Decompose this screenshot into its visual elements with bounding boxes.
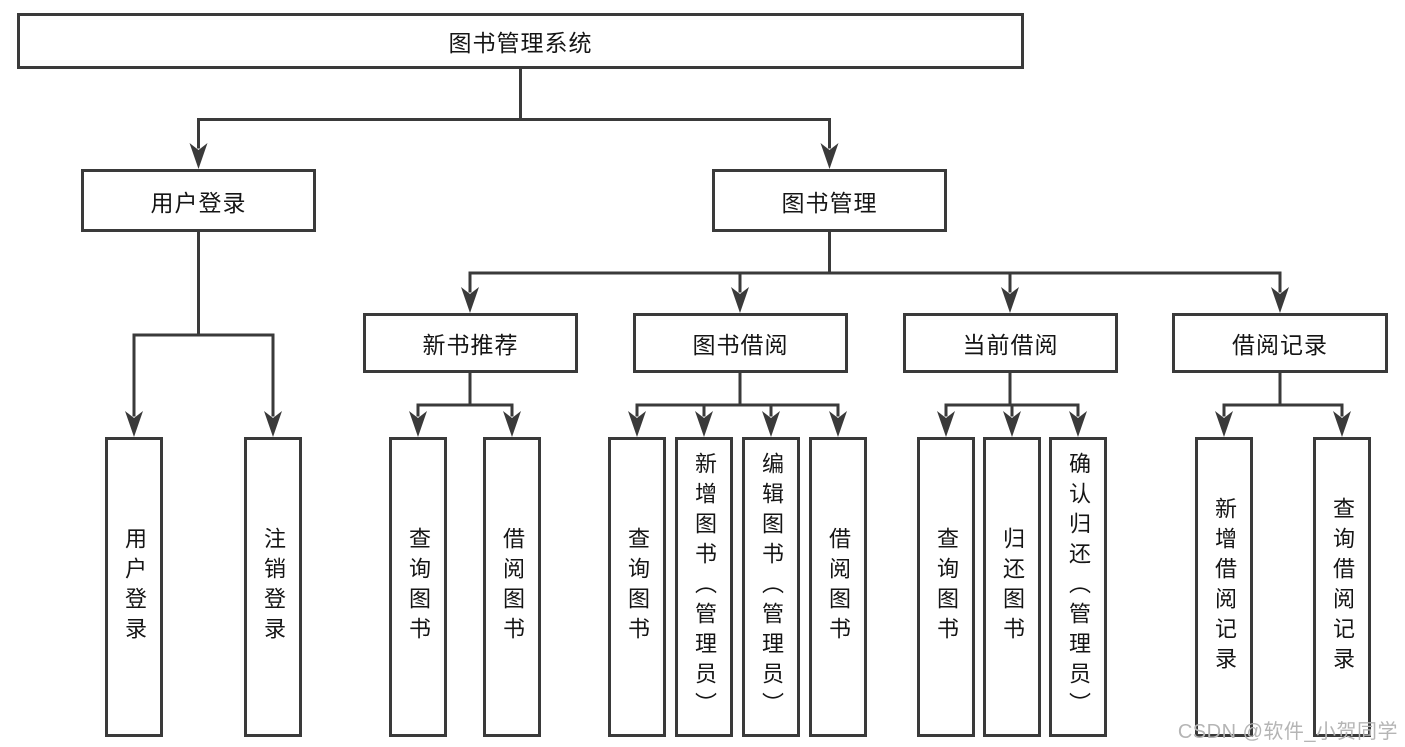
node-new-book-recommend: 新书推荐 <box>363 313 578 373</box>
arrow-down-icon <box>1271 287 1289 313</box>
arrow-down-icon <box>409 411 427 437</box>
node-label: 图书管理 <box>781 189 878 216</box>
arrow-down-icon <box>937 411 955 437</box>
arrow-down-icon <box>731 287 749 313</box>
leaf-add-borrow-record: 新增借阅记录 <box>1195 437 1253 737</box>
node-label: 图书借阅 <box>692 332 789 358</box>
node-label: 新增借阅记录 <box>1212 497 1237 677</box>
edges-current-borrow <box>937 371 1087 437</box>
node-label: 用户登录 <box>122 527 147 647</box>
arrow-down-icon <box>189 143 208 169</box>
node-label: 用户登录 <box>150 189 247 216</box>
node-label: 编辑图书（管理员） <box>759 452 784 722</box>
csdn-watermark: CSDN @软件_小贺同学 <box>1177 721 1398 743</box>
edges-root-to-level2 <box>189 67 839 169</box>
node-label: 新增图书（管理员） <box>692 452 717 722</box>
arrow-down-icon <box>820 143 839 169</box>
node-current-borrow: 当前借阅 <box>903 313 1118 373</box>
leaf-query-books-recommend: 查询图书 <box>389 437 447 737</box>
node-label: 图书管理系统 <box>448 30 593 56</box>
node-user-login: 用户登录 <box>81 169 316 232</box>
arrow-down-icon <box>264 411 282 437</box>
leaf-query-books-current: 查询图书 <box>917 437 975 737</box>
edges-book-borrow <box>628 371 847 437</box>
arrow-down-icon <box>762 411 780 437</box>
leaf-add-books-admin: 新增图书（管理员） <box>675 437 733 737</box>
node-label: 借阅图书 <box>826 527 851 647</box>
node-label: 当前借阅 <box>962 332 1059 358</box>
node-label: 归还图书 <box>1000 527 1025 647</box>
arrow-down-icon <box>1069 411 1087 437</box>
leaf-edit-books-admin: 编辑图书（管理员） <box>742 437 800 737</box>
edges-book-management <box>461 230 1289 313</box>
node-book-borrow: 图书借阅 <box>633 313 848 373</box>
node-label: 查询图书 <box>625 527 650 647</box>
node-label: 借阅记录 <box>1232 332 1328 358</box>
arrow-down-icon <box>503 411 521 437</box>
leaf-return-books: 归还图书 <box>983 437 1041 737</box>
arrow-down-icon <box>1215 411 1233 437</box>
arrow-down-icon <box>1001 287 1019 313</box>
node-label: 确认归还（管理员） <box>1066 452 1091 722</box>
node-label: 借阅图书 <box>500 527 525 647</box>
leaf-borrow-books: 借阅图书 <box>809 437 867 737</box>
node-label: 查询图书 <box>406 527 431 647</box>
arrow-down-icon <box>695 411 713 437</box>
node-book-management: 图书管理 <box>712 169 947 232</box>
arrow-down-icon <box>1003 411 1021 437</box>
edges-user-login <box>125 230 282 437</box>
node-label: 新书推荐 <box>422 332 519 358</box>
node-library-management-system: 图书管理系统 <box>17 13 1024 69</box>
arrow-down-icon <box>1333 411 1351 437</box>
node-borrow-records: 借阅记录 <box>1172 313 1388 373</box>
leaf-query-borrow-record: 查询借阅记录 <box>1313 437 1371 737</box>
leaf-confirm-return-admin: 确认归还（管理员） <box>1049 437 1107 737</box>
leaf-borrow-books-recommend: 借阅图书 <box>483 437 541 737</box>
arrow-down-icon <box>125 411 143 437</box>
node-label: 注销登录 <box>261 527 286 647</box>
node-label: 查询图书 <box>934 527 959 647</box>
arrow-down-icon <box>628 411 646 437</box>
arrow-down-icon <box>461 287 479 313</box>
edges-borrow-records <box>1215 371 1351 437</box>
leaf-query-books-borrow: 查询图书 <box>608 437 666 737</box>
leaf-logout: 注销登录 <box>244 437 302 737</box>
edges-new-book-recommend <box>409 371 521 437</box>
node-label: 查询借阅记录 <box>1330 497 1355 677</box>
leaf-user-login: 用户登录 <box>105 437 163 737</box>
arrow-down-icon <box>829 411 847 437</box>
